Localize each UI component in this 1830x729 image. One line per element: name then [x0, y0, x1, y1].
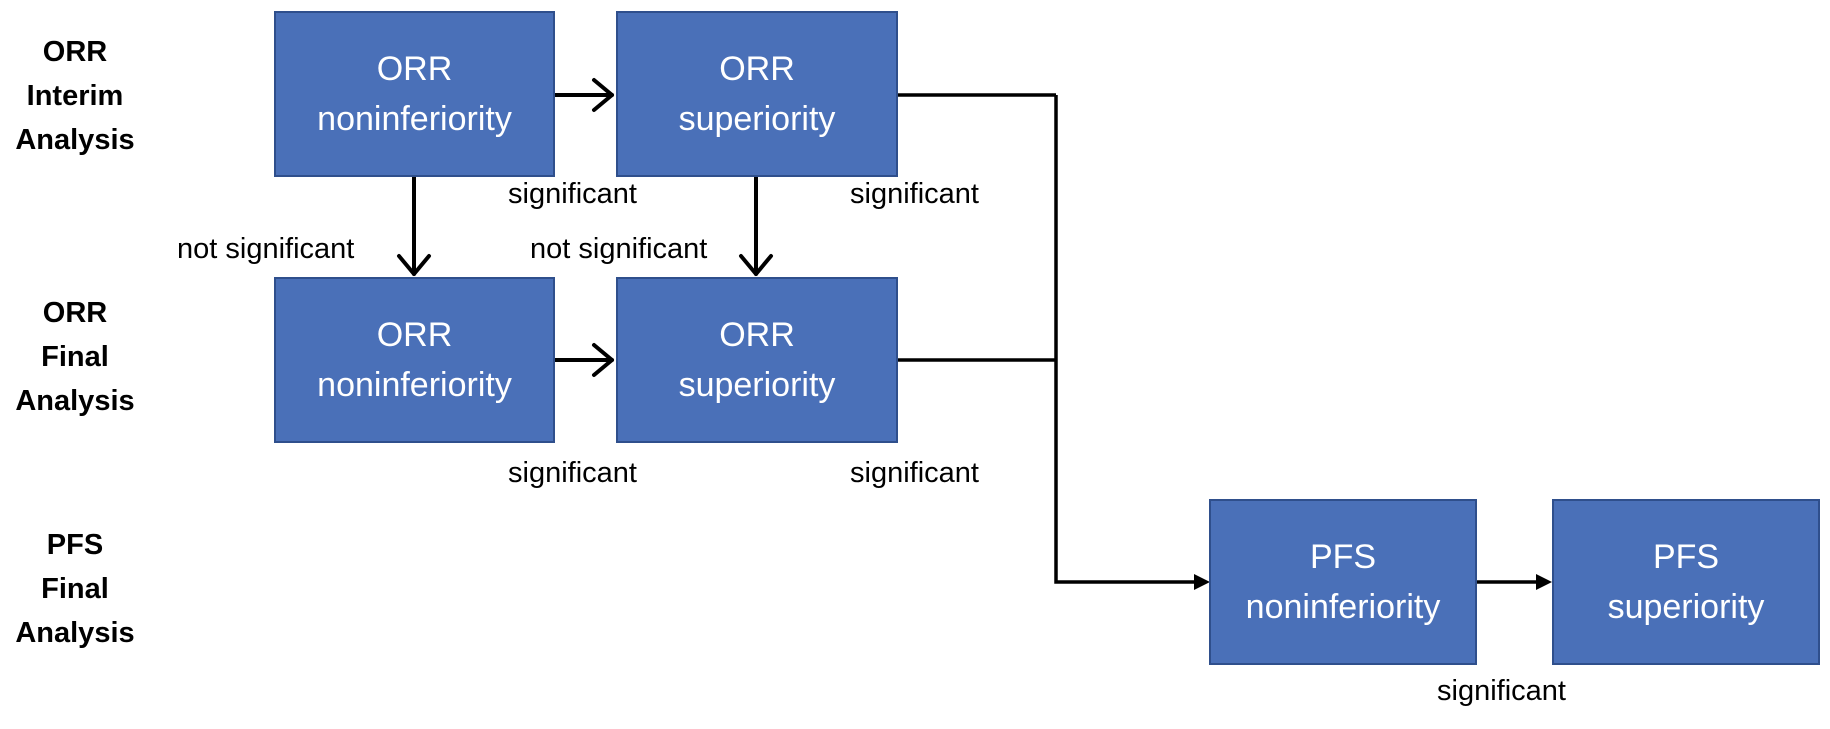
box-pfs-noninferiority: PFS noninferiority: [1209, 499, 1477, 665]
stage-label-orr-interim: ORR Interim Analysis: [0, 30, 150, 162]
stage-label-line: Interim: [26, 80, 124, 112]
box-line: ORR: [376, 316, 453, 354]
arrowhead: [592, 78, 614, 112]
box-line: ORR: [719, 316, 795, 354]
box-line: noninferiority: [317, 100, 512, 138]
stage-label-line: Final: [41, 341, 109, 373]
box-line: ORR: [719, 50, 795, 88]
connector-trunk-to-pfs-ni: [1054, 95, 1198, 584]
box-pfs-superiority: PFS superiority: [1552, 499, 1820, 665]
arrowhead: [739, 254, 773, 276]
edge-label-interim-sup-to-final-sup: not significant: [530, 233, 708, 265]
stage-label-line: Analysis: [15, 124, 135, 156]
box-line: superiority: [1607, 588, 1765, 626]
box-line: ORR: [376, 50, 453, 88]
arrowhead: [1536, 574, 1552, 590]
box-line: noninferiority: [1245, 588, 1441, 626]
box-orr-final-noninferiority: ORR noninferiority: [274, 277, 555, 443]
arrowhead: [592, 343, 614, 377]
box-orr-interim-superiority: ORR superiority: [616, 11, 898, 177]
box-line: PFS: [1309, 538, 1377, 576]
stage-label-line: Analysis: [15, 617, 135, 649]
arrowhead: [1194, 574, 1210, 590]
edge-label-pfs-ni-to-sup: significant: [1437, 675, 1566, 707]
stage-label-line: Final: [41, 573, 109, 605]
edge-label-interim-ni-to-sup: significant: [508, 178, 637, 210]
stage-label-line: PFS: [46, 529, 104, 561]
arrowhead: [397, 254, 431, 276]
edge-label-interim-ni-to-final-ni: not significant: [177, 233, 355, 265]
box-line: superiority: [678, 366, 836, 404]
stage-label-line: ORR: [42, 297, 108, 329]
stage-label-line: Analysis: [15, 385, 135, 417]
box-line: PFS: [1652, 538, 1720, 576]
box-line: noninferiority: [317, 366, 512, 404]
stage-label-line: ORR: [42, 36, 108, 68]
box-line: superiority: [678, 100, 836, 138]
stage-label-orr-final: ORR Final Analysis: [0, 291, 150, 423]
box-orr-interim-noninferiority: ORR noninferiority: [274, 11, 555, 177]
box-orr-final-superiority: ORR superiority: [616, 277, 898, 443]
edge-label-final-ni-to-sup: significant: [508, 457, 637, 489]
edge-label-interim-sup-to-pfs: significant: [850, 178, 979, 210]
edge-label-final-sup-to-pfs: significant: [850, 457, 979, 489]
stage-label-pfs-final: PFS Final Analysis: [0, 523, 150, 655]
